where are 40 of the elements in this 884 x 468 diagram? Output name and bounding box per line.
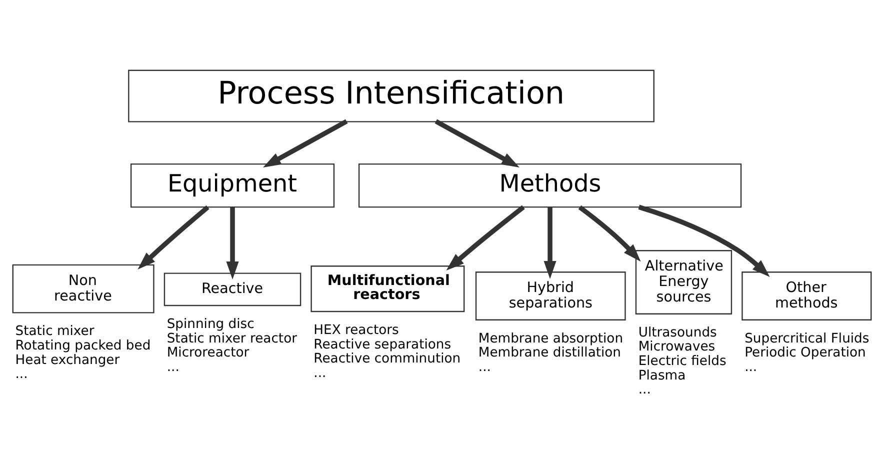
node-label: Periodic Operation xyxy=(744,345,866,360)
node-box: Reactive xyxy=(164,272,302,306)
node-label: Plasma xyxy=(638,368,686,383)
node-label: Heat exchanger xyxy=(15,352,120,368)
node-label: HEX reactors xyxy=(314,322,399,338)
node-label: Static mixer xyxy=(15,324,94,339)
node-box: Other methods xyxy=(742,271,872,320)
arrow xyxy=(138,204,210,270)
arrow xyxy=(578,204,641,262)
node-label: Reactive separations xyxy=(314,336,452,352)
node-label: Microreactor xyxy=(166,345,250,360)
node-box: Multifunctional reactors xyxy=(310,265,465,312)
arrow xyxy=(544,207,556,278)
node-label: Reactive comminution xyxy=(314,351,461,366)
node-label: Spinning disc xyxy=(166,316,254,332)
node-label: ... xyxy=(166,359,180,374)
node-label: Microwaves xyxy=(638,339,716,354)
arrow xyxy=(638,204,770,277)
node-label: ... xyxy=(314,365,326,380)
node-label: ... xyxy=(15,366,28,382)
node-label: Electric fields xyxy=(638,353,726,368)
arrow xyxy=(434,118,520,167)
node-label: Membrane distillation xyxy=(478,345,622,360)
node-label: Membrane absorption xyxy=(478,330,624,346)
node-box: Non reactive xyxy=(12,264,154,313)
node-box: Equipment xyxy=(130,162,335,208)
node-label: Supercritical Fluids xyxy=(744,330,870,346)
node-label: Rotating packed bed xyxy=(15,338,151,353)
node-label: Static mixer reactor xyxy=(166,330,298,346)
node-box: Alternative Energy sources xyxy=(635,250,732,314)
node-box: Hybrid separations xyxy=(475,271,626,320)
node-box: Process Intensification xyxy=(128,69,654,122)
arrow xyxy=(226,207,239,280)
node-label: ... xyxy=(478,359,491,374)
node-label: ... xyxy=(638,382,651,398)
arrow xyxy=(446,204,525,270)
node-label: ... xyxy=(744,359,758,374)
node-box: Methods xyxy=(358,162,742,208)
arrow xyxy=(263,118,348,167)
node-label: Ultrasounds xyxy=(638,324,717,340)
